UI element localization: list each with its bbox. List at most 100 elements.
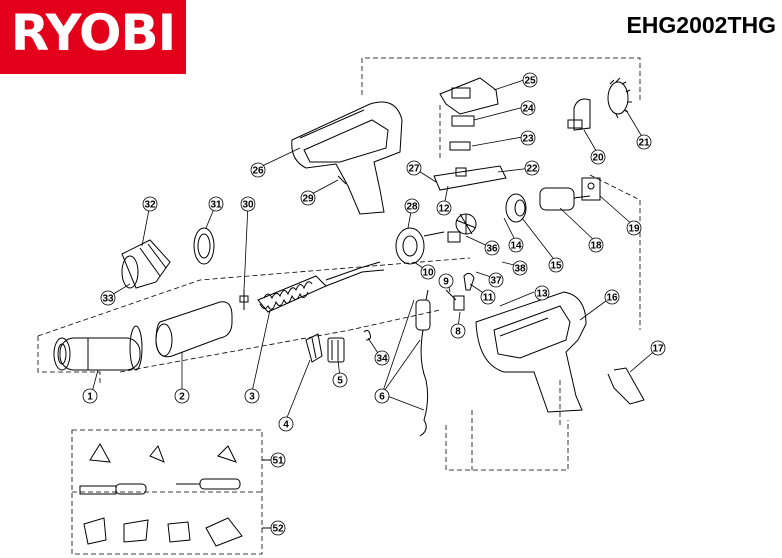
part-label-text: 34 xyxy=(376,354,388,365)
part-label-9: 9 xyxy=(438,273,454,289)
part-label-28: 28 xyxy=(404,198,420,214)
part-label-text: 9 xyxy=(443,277,449,288)
part-label-1: 1 xyxy=(82,388,98,404)
part-label-text: 24 xyxy=(522,104,534,115)
part-label-circle xyxy=(524,160,540,176)
part-label-text: 31 xyxy=(210,200,222,211)
part-label-text: 21 xyxy=(638,138,650,149)
part-label-text: 22 xyxy=(526,164,538,175)
part-label-text: 20 xyxy=(592,153,604,164)
part-label-circle xyxy=(534,285,550,301)
part-25-control-cover xyxy=(439,77,499,115)
part-label-15: 15 xyxy=(548,257,564,273)
part-20-bracket xyxy=(567,98,591,131)
part-23-pcb xyxy=(449,141,471,151)
part-label-21: 21 xyxy=(636,134,652,150)
part-label-20: 20 xyxy=(590,149,606,165)
part-label-circle xyxy=(512,260,528,276)
part-label-text: 2 xyxy=(179,392,185,403)
part-label-6: 6 xyxy=(374,388,390,404)
part-label-circle xyxy=(520,130,536,146)
part-label-circle xyxy=(82,388,98,404)
part-label-31: 31 xyxy=(208,196,224,212)
part-label-circle xyxy=(488,272,504,288)
part-label-24: 24 xyxy=(520,100,536,116)
part-label-circle xyxy=(522,72,538,88)
part-label-circle xyxy=(270,452,286,468)
logo-text: RYOBI xyxy=(10,4,176,62)
part-label-37: 37 xyxy=(488,272,504,288)
part-label-27: 27 xyxy=(406,160,422,176)
part-label-text: 23 xyxy=(522,134,534,145)
part-15-fan-wheel xyxy=(505,193,527,223)
part-2-tube xyxy=(155,301,233,358)
part-label-52: 52 xyxy=(270,520,286,536)
part-label-circle xyxy=(208,196,224,212)
part-22-circuit-board xyxy=(433,165,507,191)
part-19-brush-plate xyxy=(581,177,601,201)
part-label-circle xyxy=(250,162,266,178)
part-label-36: 36 xyxy=(484,240,500,256)
part-label-circle xyxy=(374,388,390,404)
part-label-circle xyxy=(404,198,420,214)
part-label-text: 13 xyxy=(536,289,548,300)
part-label-4: 4 xyxy=(278,416,294,432)
part-label-text: 29 xyxy=(302,194,314,205)
part-label-text: 8 xyxy=(455,327,461,338)
part-label-text: 14 xyxy=(510,241,522,252)
part-label-text: 19 xyxy=(628,224,640,235)
part-label-text: 25 xyxy=(524,76,536,87)
part-label-text: 52 xyxy=(272,524,284,535)
part-10-motor-mount xyxy=(395,227,445,265)
leader-lines xyxy=(91,77,659,421)
part-label-18: 18 xyxy=(588,237,604,253)
part-6-power-cord xyxy=(415,289,431,437)
part-label-11: 11 xyxy=(480,289,496,305)
part-label-text: 1 xyxy=(87,392,93,403)
assembly-guide-lines xyxy=(37,57,641,471)
part-label-circle xyxy=(650,340,666,356)
part-label-29: 29 xyxy=(300,190,316,206)
part-label-circle xyxy=(484,240,500,256)
part-21-knob xyxy=(607,77,632,119)
part-label-circle xyxy=(588,237,604,253)
part-label-34: 34 xyxy=(374,350,390,366)
part-label-32: 32 xyxy=(142,196,158,212)
part-36-fan xyxy=(447,213,477,243)
part-9-screw xyxy=(445,289,457,301)
part-label-text: 4 xyxy=(283,420,289,431)
part-label-circle xyxy=(438,273,454,289)
part-label-circle xyxy=(520,100,536,116)
part-label-text: 51 xyxy=(272,456,284,467)
part-32-nozzle-cap xyxy=(121,239,171,289)
part-label-circle xyxy=(420,264,436,280)
part-label-30: 30 xyxy=(240,196,256,212)
part-label-10: 10 xyxy=(420,264,436,280)
part-label-text: 26 xyxy=(252,166,264,177)
part-label-text: 15 xyxy=(550,261,562,272)
part-17-stand xyxy=(607,367,645,405)
part-label-12: 12 xyxy=(436,200,452,216)
part-4-switch xyxy=(305,333,323,363)
part-label-23: 23 xyxy=(520,130,536,146)
part-label-text: 32 xyxy=(144,200,156,211)
part-label-5: 5 xyxy=(332,372,348,388)
part-31-ring xyxy=(193,227,215,265)
part-label-text: 38 xyxy=(514,264,526,275)
part-label-circle xyxy=(142,196,158,212)
part-label-38: 38 xyxy=(512,260,528,276)
part-label-16: 16 xyxy=(604,289,620,305)
part-label-text: 27 xyxy=(408,164,420,175)
part-label-text: 12 xyxy=(438,204,450,215)
part-label-text: 5 xyxy=(337,376,343,387)
part-label-circle xyxy=(278,416,294,432)
part-label-33: 33 xyxy=(100,290,116,306)
part-16-housing-right xyxy=(475,291,587,413)
part-29-screw xyxy=(337,175,347,185)
part-label-14: 14 xyxy=(508,237,524,253)
part-label-2: 2 xyxy=(174,388,190,404)
part-label-circle xyxy=(240,196,256,212)
part-label-circle xyxy=(508,237,524,253)
part-label-text: 33 xyxy=(102,294,114,305)
